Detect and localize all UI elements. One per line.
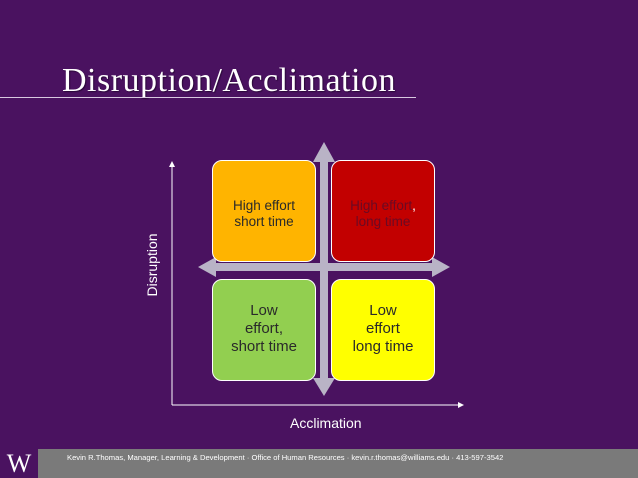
williams-logo: W xyxy=(0,449,38,478)
quadrant-text-line: short time xyxy=(231,338,297,355)
quadrant-text-line: short time xyxy=(234,214,294,229)
footer-bar xyxy=(0,449,638,478)
quadrant-text-line: Low xyxy=(250,302,278,319)
quadrant-high-effort-short-time: High effort short time xyxy=(212,160,316,262)
quadrant-text-line: High effort xyxy=(232,198,296,213)
quadrant-text-line: Low xyxy=(369,302,397,319)
title-underline xyxy=(0,97,416,98)
quadrant-low-effort-short-time: Low effort, short time xyxy=(212,279,316,381)
quadrant-comma: , xyxy=(412,198,416,213)
quadrant-text-line: long time xyxy=(352,338,414,355)
footer-contact-text: Kevin R.Thomas, Manager, Learning & Deve… xyxy=(67,453,504,462)
quadrant-low-effort-long-time: Low effort long time xyxy=(331,279,435,381)
quadrant-high-effort-long-time: High effort, long time xyxy=(331,160,435,262)
vertical-double-arrow xyxy=(313,142,335,396)
quadrant-text-line: effort xyxy=(366,320,400,337)
slide-title: Disruption/Acclimation xyxy=(62,62,396,99)
quadrant-text-line: High effort xyxy=(350,198,413,213)
quadrant-text-line: long time xyxy=(355,214,411,229)
quadrant-text-line: effort, xyxy=(244,320,284,337)
y-axis-label: Disruption xyxy=(144,233,160,297)
x-axis-label: Acclimation xyxy=(290,415,362,431)
